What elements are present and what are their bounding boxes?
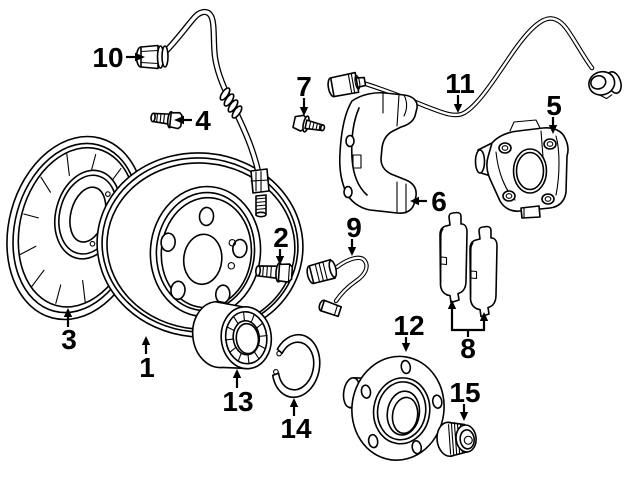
part-caliper-bracket bbox=[338, 91, 418, 214]
hub-lug-hole bbox=[431, 394, 443, 409]
callout-10-label: 10 bbox=[92, 42, 123, 73]
callout-9: 9 bbox=[346, 212, 362, 256]
hub-bore bbox=[386, 390, 421, 436]
callout-2: 2 bbox=[273, 222, 289, 265]
hub-lug-hole bbox=[400, 359, 412, 375]
brake-pad-outer bbox=[439, 211, 468, 304]
callout-15: 15 bbox=[449, 377, 481, 421]
part-brake-hose bbox=[135, 8, 270, 218]
callout-6: 6 bbox=[410, 186, 447, 217]
callout-8-label: 8 bbox=[460, 333, 476, 364]
callout-7-label: 7 bbox=[296, 71, 312, 102]
caliper-ear-holes bbox=[498, 138, 557, 205]
part-snap-ring bbox=[271, 333, 321, 399]
part-bracket-bolt bbox=[292, 114, 326, 133]
hose-rib-collar bbox=[219, 87, 243, 119]
callout-3-label: 3 bbox=[61, 324, 77, 355]
part-rotor-screw bbox=[255, 262, 294, 283]
callout-1: 1 bbox=[139, 336, 155, 383]
part-wheel-hub bbox=[342, 355, 445, 461]
wear-sensor-connector bbox=[306, 258, 338, 285]
hub-lug-hole bbox=[411, 440, 423, 455]
hub-lug-hole bbox=[360, 384, 372, 399]
callout-3: 3 bbox=[61, 308, 77, 355]
callout-14-label: 14 bbox=[280, 413, 312, 444]
callout-11: 11 bbox=[445, 68, 475, 113]
callout-2-label: 2 bbox=[273, 222, 289, 253]
part-brake-pads bbox=[439, 211, 498, 318]
bracket-bolt-hole bbox=[345, 134, 355, 148]
callout-14: 14 bbox=[280, 398, 312, 444]
part-brake-caliper bbox=[474, 119, 569, 219]
hose-lower-fitting bbox=[250, 168, 270, 218]
part-lock-nut bbox=[436, 421, 477, 458]
callout-13-label: 13 bbox=[222, 386, 253, 417]
bearing-cage-hatch bbox=[224, 311, 268, 365]
callout-11-label: 11 bbox=[445, 68, 475, 99]
caliper-piston-bore bbox=[512, 148, 548, 194]
hub-lug-hole bbox=[367, 433, 379, 449]
callout-1-label: 1 bbox=[139, 352, 155, 383]
brake-pad-inner bbox=[469, 225, 498, 318]
rotor-lug-hole bbox=[198, 206, 215, 227]
callout-5: 5 bbox=[546, 90, 562, 134]
callout-12: 12 bbox=[393, 310, 425, 352]
hose-upper-fitting bbox=[135, 44, 169, 70]
bracket-bolt-hole bbox=[343, 185, 353, 199]
part-wear-sensor bbox=[306, 255, 369, 318]
callout-6-label: 6 bbox=[431, 186, 447, 217]
part-wheel-bearing bbox=[191, 300, 273, 370]
rotor-lug-hole bbox=[160, 232, 176, 252]
rotor-center-bore bbox=[182, 233, 223, 286]
callout-5-label: 5 bbox=[546, 90, 562, 121]
callout-4-label: 4 bbox=[195, 105, 211, 136]
part-abs-speed-sensor bbox=[327, 16, 622, 118]
callout-15-label: 15 bbox=[449, 377, 480, 408]
callout-10: 10 bbox=[92, 42, 145, 73]
callout-7: 7 bbox=[296, 71, 312, 116]
callout-13: 13 bbox=[222, 369, 254, 417]
callout-8: 8 bbox=[447, 300, 489, 364]
wear-sensor-tip bbox=[318, 299, 343, 318]
callout-4: 4 bbox=[174, 105, 211, 136]
callout-12-label: 12 bbox=[393, 310, 424, 341]
sensor-connector bbox=[327, 71, 367, 98]
rotor-lug-hole bbox=[232, 238, 248, 259]
callout-9-label: 9 bbox=[346, 212, 362, 243]
rotor-lug-hole bbox=[170, 280, 186, 301]
sensor-head bbox=[588, 70, 622, 100]
